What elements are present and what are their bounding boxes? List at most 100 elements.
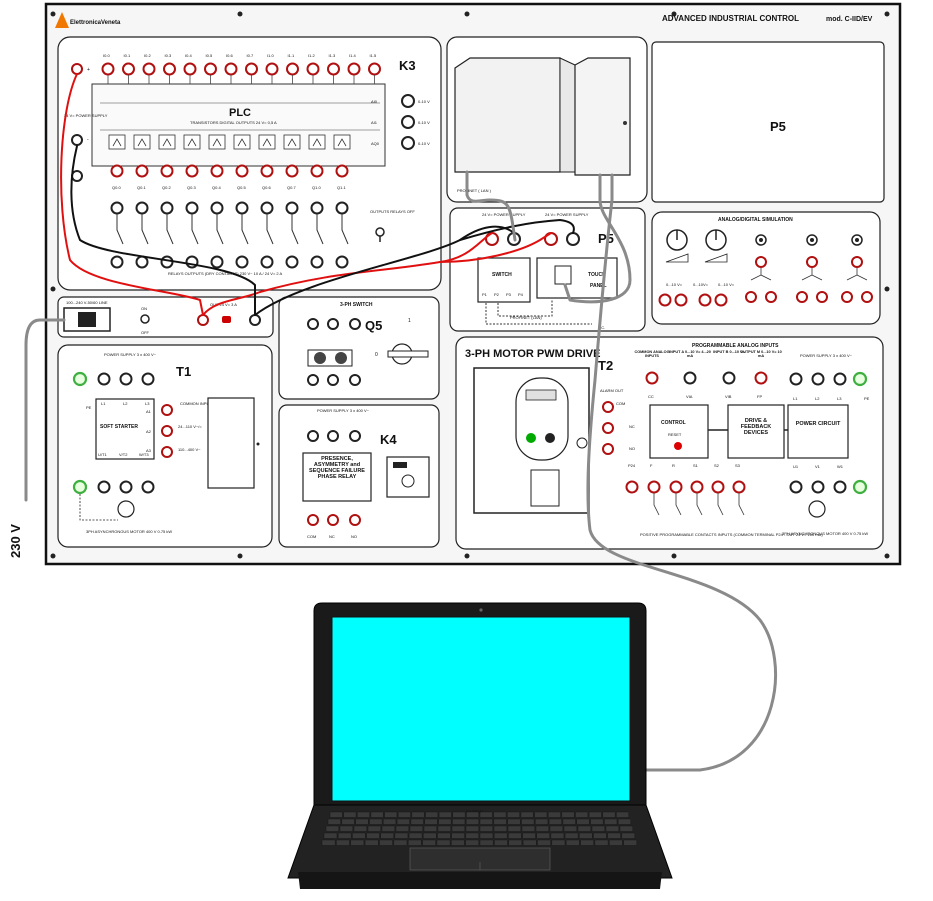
drive-digital-term-3[interactable] bbox=[690, 480, 704, 494]
relay-l1[interactable] bbox=[307, 430, 319, 442]
relay-out-top-5[interactable] bbox=[235, 201, 249, 215]
plc-input-0[interactable] bbox=[101, 62, 115, 76]
plc-input-8[interactable] bbox=[265, 62, 279, 76]
relay-out-bottom-1[interactable] bbox=[135, 255, 149, 269]
q5-term-6[interactable] bbox=[349, 374, 361, 386]
plc-input-7[interactable] bbox=[245, 62, 258, 76]
psu-out-plus[interactable] bbox=[197, 314, 209, 326]
q5-term-2[interactable] bbox=[307, 374, 319, 386]
relay-out-top-6[interactable] bbox=[260, 201, 274, 215]
relay-out-top-8[interactable] bbox=[310, 201, 324, 215]
drive-digital-term-5[interactable] bbox=[732, 480, 746, 494]
relays-off-switch[interactable] bbox=[375, 227, 385, 237]
relay-out-bottom-2[interactable] bbox=[160, 255, 174, 269]
relay-out-top-1[interactable] bbox=[135, 201, 149, 215]
drive-line-0[interactable] bbox=[789, 372, 803, 386]
plc-output-2[interactable] bbox=[160, 164, 174, 178]
sim-pb-term-top-1[interactable] bbox=[806, 256, 818, 268]
plc-input-4[interactable] bbox=[183, 62, 197, 76]
drive-digital-term-1[interactable] bbox=[647, 480, 661, 494]
softstarter-l3[interactable] bbox=[141, 372, 155, 386]
drive-motor-term-1[interactable] bbox=[811, 480, 825, 494]
softstarter-l2[interactable] bbox=[119, 372, 133, 386]
sim-pb-term-nc-2[interactable] bbox=[841, 291, 853, 303]
softstarter-w1[interactable] bbox=[141, 480, 155, 494]
relay-no[interactable] bbox=[349, 514, 361, 526]
inverter-run-button[interactable] bbox=[526, 433, 536, 443]
relay-out-top-3[interactable] bbox=[185, 201, 199, 215]
alarm-nc[interactable] bbox=[602, 422, 614, 434]
plc-output-7[interactable] bbox=[285, 164, 299, 178]
plc-input-11[interactable] bbox=[327, 62, 340, 76]
drive-digital-term-4[interactable] bbox=[711, 480, 725, 494]
relay-out-top-2[interactable] bbox=[160, 201, 174, 215]
relay-out-bottom-8[interactable] bbox=[310, 255, 324, 269]
plc-input-2[interactable] bbox=[142, 62, 156, 76]
plc-input-5[interactable] bbox=[204, 62, 217, 76]
alarm-no[interactable] bbox=[602, 443, 614, 455]
plc-output-0[interactable] bbox=[110, 164, 124, 178]
plc-psu-minus-terminal[interactable] bbox=[71, 134, 83, 146]
plc-output-5[interactable] bbox=[235, 164, 249, 178]
plc-input-6[interactable] bbox=[224, 62, 238, 76]
relay-out-top-0[interactable] bbox=[110, 201, 124, 215]
relay-out-bottom-7[interactable] bbox=[285, 255, 299, 269]
plc-analog-term-2[interactable] bbox=[401, 136, 415, 150]
plc-output-1[interactable] bbox=[135, 164, 149, 178]
plc-analog-term-0[interactable] bbox=[401, 94, 415, 108]
sim-pb-term-no-1[interactable] bbox=[816, 291, 828, 303]
plc-input-1[interactable] bbox=[122, 62, 135, 76]
sim-pot-term-2[interactable] bbox=[698, 293, 712, 307]
relay-l3[interactable] bbox=[349, 430, 361, 442]
plc-input-12[interactable] bbox=[347, 62, 361, 76]
plc-input-13[interactable] bbox=[368, 62, 381, 76]
plc-analog-term-1[interactable] bbox=[401, 115, 415, 129]
q5-term-1[interactable] bbox=[307, 318, 319, 330]
relay-out-bottom-6[interactable] bbox=[260, 255, 274, 269]
panel-psu-minus[interactable] bbox=[566, 232, 580, 246]
softstarter-pe-top[interactable] bbox=[72, 371, 88, 387]
plc-input-9[interactable] bbox=[286, 62, 299, 76]
drive-digital-term-0[interactable] bbox=[625, 480, 639, 494]
sim-pb-term-top-2[interactable] bbox=[851, 256, 863, 268]
relay-out-bottom-0[interactable] bbox=[110, 255, 124, 269]
relay-nc[interactable] bbox=[327, 514, 339, 526]
softstarter-u1[interactable] bbox=[97, 480, 111, 494]
drive-digital-term-2[interactable] bbox=[669, 480, 683, 494]
plc-input-10[interactable] bbox=[306, 62, 320, 76]
softstarter-pe-bottom[interactable] bbox=[72, 479, 88, 495]
sim-pb-term-top-0[interactable] bbox=[755, 256, 767, 268]
relay-out-top-9[interactable] bbox=[335, 201, 349, 215]
laptop-screen[interactable] bbox=[331, 616, 631, 802]
plc-psu-plus-terminal[interactable] bbox=[71, 63, 83, 75]
drive-pe-top[interactable] bbox=[852, 371, 868, 387]
drive-analog-term-1[interactable] bbox=[683, 371, 697, 385]
plc-output-4[interactable] bbox=[210, 164, 224, 178]
sim-pot-term-3[interactable] bbox=[714, 293, 728, 307]
q5-term-4[interactable] bbox=[327, 374, 339, 386]
relay-out-bottom-9[interactable] bbox=[335, 255, 349, 269]
drive-analog-term-3[interactable] bbox=[754, 371, 768, 385]
softstarter-a2[interactable] bbox=[161, 425, 173, 437]
sim-pot-term-1[interactable] bbox=[674, 293, 688, 307]
sim-pb-term-no-0[interactable] bbox=[765, 291, 777, 303]
q5-term-5[interactable] bbox=[349, 318, 361, 330]
softstarter-a3[interactable] bbox=[161, 446, 173, 458]
psu-out-minus[interactable] bbox=[249, 314, 261, 326]
plc-output-6[interactable] bbox=[260, 164, 274, 178]
drive-line-2[interactable] bbox=[833, 372, 847, 386]
sim-pb-term-no-2[interactable] bbox=[861, 291, 873, 303]
softstarter-l1[interactable] bbox=[97, 372, 111, 386]
drive-analog-term-2[interactable] bbox=[722, 371, 736, 385]
plc-output-3[interactable] bbox=[185, 164, 199, 178]
relay-com[interactable] bbox=[307, 514, 319, 526]
inverter-stop-button[interactable] bbox=[545, 433, 555, 443]
mains-switch[interactable] bbox=[140, 314, 150, 324]
reset-button[interactable] bbox=[674, 442, 682, 450]
sim-pb-term-nc-1[interactable] bbox=[796, 291, 808, 303]
plc-output-8[interactable] bbox=[310, 164, 324, 178]
plc-input-3[interactable] bbox=[163, 62, 176, 76]
sim-pot-term-0[interactable] bbox=[658, 293, 672, 307]
plc-psu-gnd-terminal[interactable] bbox=[71, 170, 83, 182]
relay-out-top-7[interactable] bbox=[285, 201, 299, 215]
